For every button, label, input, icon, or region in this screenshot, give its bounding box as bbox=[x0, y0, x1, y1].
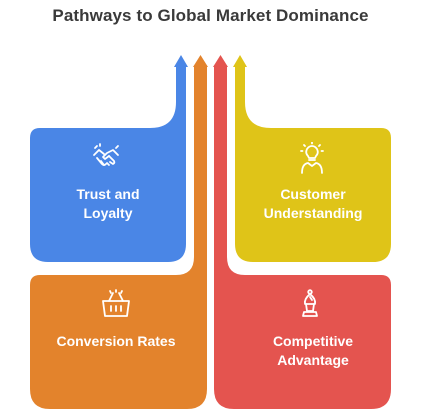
conversion-rates-label: Conversion Rates bbox=[56, 333, 176, 349]
customer-understanding-arrowhead bbox=[233, 55, 247, 67]
competitive-advantage-arrowhead bbox=[213, 55, 228, 67]
customer-understanding-label: Customer Understanding bbox=[263, 186, 363, 221]
customer-understanding-shape bbox=[235, 66, 391, 262]
trust-loyalty-label: Trust and Loyalty bbox=[76, 186, 140, 221]
trust-loyalty-arrowhead bbox=[174, 55, 188, 67]
diagram-title: Pathways to Global Market Dominance bbox=[52, 6, 369, 25]
competitive-advantage-label: Competitive Advantage bbox=[272, 333, 354, 368]
chess-bishop-icon bbox=[302, 289, 318, 317]
shopping-basket-icon bbox=[102, 289, 130, 317]
handshake-icon bbox=[93, 143, 119, 166]
competitive-advantage-shape bbox=[214, 66, 391, 409]
lightbulb-person-icon bbox=[300, 142, 324, 174]
conversion-rates-shape bbox=[30, 66, 207, 409]
conversion-rates-arrowhead bbox=[193, 55, 208, 67]
